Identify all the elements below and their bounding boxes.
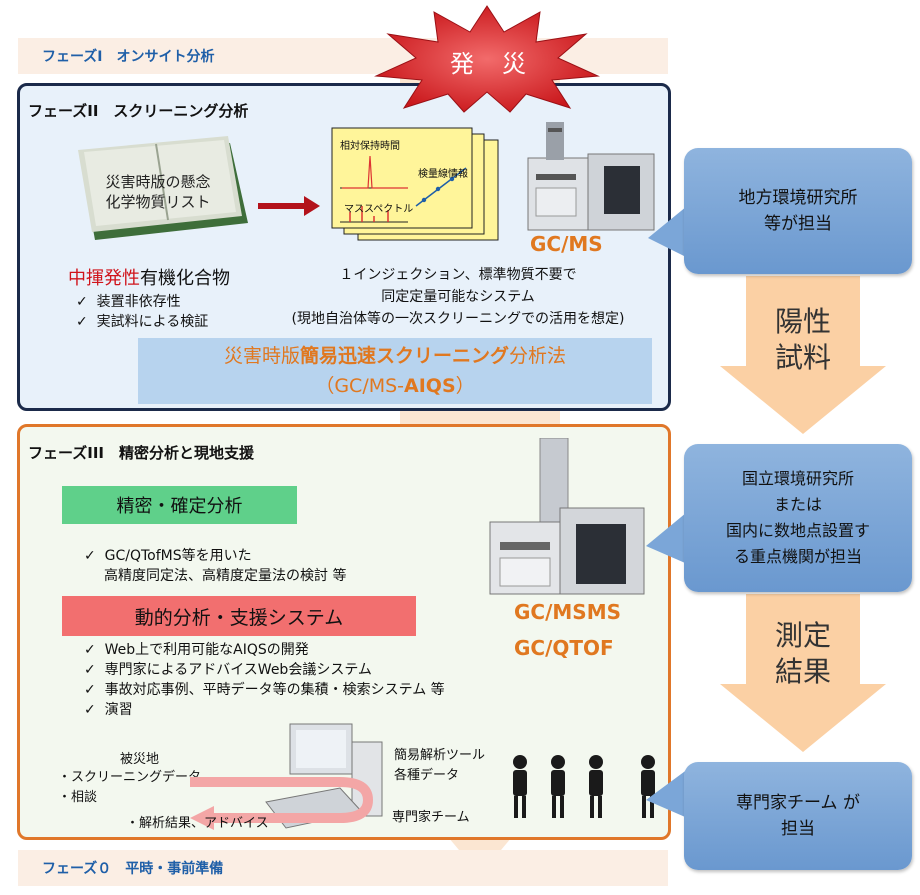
injection-line1: １インジェクション、標準物質不要で	[339, 267, 577, 283]
compound-label: 中揮発性有機化合物	[68, 264, 230, 290]
callout-line: 専門家チーム が	[736, 793, 860, 813]
check-item: ✓ 実試料による検証	[76, 314, 209, 330]
callout-local-institute: 地方環境研究所 等が担当	[684, 148, 912, 274]
book-icon	[78, 136, 248, 240]
site-item: ・相談	[58, 790, 98, 805]
compound-suffix: 有機化合物	[140, 268, 230, 289]
gc-msms-label: GC/MSMS	[514, 600, 622, 624]
dynamic-checklist: ✓ Web上で利用可能なAIQSの開発 ✓ 専門家によるアドバイスWeb会議シス…	[84, 640, 445, 720]
callout-line: または	[773, 495, 822, 514]
callout-line: 等が担当	[764, 214, 832, 234]
measurement-result-label: 測定 結果	[758, 618, 848, 690]
phase2-checklist: ✓ 装置非依存性 ✓ 実試料による検証	[76, 292, 208, 332]
calibration-label: 検量線情報	[418, 169, 468, 180]
book-label: 災害時版の懸念 化学物質リスト	[88, 172, 228, 212]
gc-msms-instrument-icon	[489, 438, 645, 595]
tools-label: 簡易解析ツール 各種データ	[394, 746, 485, 786]
tool-item: 各種データ	[394, 768, 460, 783]
book-label-line1: 災害時版の懸念	[105, 173, 211, 191]
expert-team-silhouettes-icon	[513, 755, 655, 818]
arrow-label-line: 測定	[774, 619, 831, 652]
gc-qtof-label: GC/QTOF	[514, 636, 614, 660]
precise-analysis-box: 精密・確定分析	[62, 486, 297, 524]
phase0-title: フェーズ０ 平時・事前準備	[42, 861, 224, 877]
check-item: ✓ Web上で利用可能なAIQSの開発	[84, 642, 309, 658]
method-text: 災害時版簡易迅速スクリーニング分析法 （GC/MS-AIQS）	[138, 341, 652, 401]
site-title: 被災地	[120, 752, 160, 767]
arrow-label-line: 結果	[774, 655, 831, 688]
compound-prefix: 中揮発性	[68, 268, 140, 289]
check-item: ✓ 装置非依存性	[76, 294, 181, 310]
dynamic-analysis-box: 動的分析・支援システム	[62, 596, 416, 636]
injection-line2: 同定定量可能なシステム	[381, 289, 535, 305]
expert-team-label: 専門家チーム	[392, 810, 470, 825]
right-arrow-icon	[258, 196, 320, 216]
right-flow-arrow-2	[720, 594, 886, 752]
check-item: ✓ 事故対応事例、平時データ等の集積・検索システム 等	[84, 682, 445, 698]
spectrum-documents-icon	[331, 127, 499, 241]
injection-line3: (現地自治体等の一次スクリーニングでの活用を想定)	[291, 311, 625, 327]
data-flow-arrows	[190, 777, 373, 830]
retention-time-label: 相対保持時間	[340, 141, 400, 152]
mass-spectrum-label: マススペクトル	[344, 204, 414, 215]
callout-line: 国立環境研究所	[741, 469, 854, 488]
method-box	[138, 338, 652, 404]
injection-description: １インジェクション、標準物質不要で 同定定量可能なシステム (現地自治体等の一次…	[258, 264, 658, 330]
gc-ms-instrument-icon	[527, 122, 655, 231]
phase0-band	[18, 850, 668, 886]
check-item-continuation: 高精度同定法、高精度定量法の検討 等	[104, 568, 347, 584]
disaster-starburst-icon	[374, 5, 600, 113]
advice-label: ・解析結果、アドバイス	[126, 816, 269, 831]
callout-national-institute: 国立環境研究所 または 国内に数地点設置す る重点機関が担当	[684, 444, 912, 592]
precise-analysis-label: 精密・確定分析	[116, 496, 243, 517]
method-line2: （GC/MS-AIQS）	[315, 375, 475, 397]
callout-line: る重点機関が担当	[733, 547, 862, 566]
site-item: ・スクリーニングデータ	[58, 770, 202, 785]
callout-line: 地方環境研究所	[738, 188, 858, 208]
phase1-title: フェーズI オンサイト分析	[42, 49, 215, 65]
callout-line: 担当	[781, 819, 815, 839]
positive-sample-label: 陽性 試料	[758, 304, 848, 376]
gc-ms-label: GC/MS	[530, 232, 603, 256]
site-items: ・スクリーニングデータ ・相談	[58, 768, 201, 808]
method-line1: 災害時版簡易迅速スクリーニング分析法	[223, 345, 567, 367]
callout-line: 国内に数地点設置す	[725, 521, 870, 540]
callout-expert-team: 専門家チーム が 担当	[684, 762, 912, 870]
phase3-title: フェーズIII 精密分析と現地支援	[28, 444, 254, 462]
disaster-label: 発 災	[450, 50, 528, 78]
check-item: ✓ 演習	[84, 702, 133, 718]
right-flow-arrow-1	[720, 276, 886, 434]
check-item: ✓ GC/QTofMS等を用いた	[84, 548, 252, 564]
arrow-label-line: 試料	[774, 341, 831, 374]
check-item: ✓ 専門家によるアドバイスWeb会議システム	[84, 662, 372, 678]
book-label-line2: 化学物質リスト	[105, 193, 211, 211]
arrow-label-line: 陽性	[774, 305, 831, 338]
dynamic-analysis-label: 動的分析・支援システム	[134, 606, 344, 629]
callout-pointers	[646, 202, 692, 820]
phase2-title: フェーズII スクリーニング分析	[28, 102, 249, 120]
precise-checklist: ✓ GC/QTofMS等を用いた 高精度同定法、高精度定量法の検討 等	[84, 546, 346, 586]
tool-item: 簡易解析ツール	[394, 748, 486, 763]
